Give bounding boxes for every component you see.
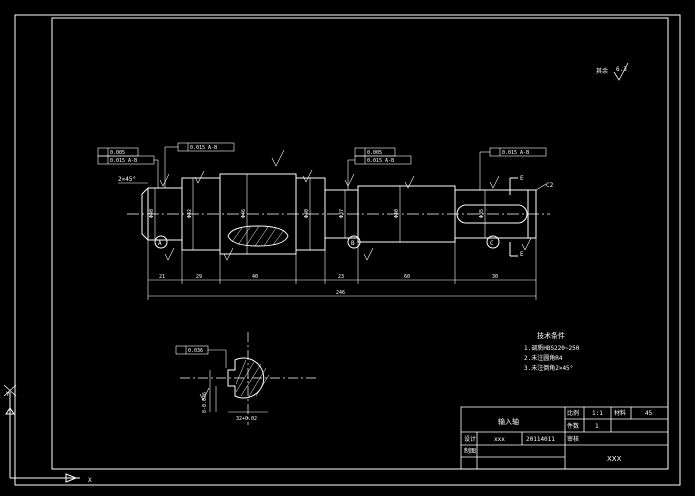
gdt-frames (97, 142, 547, 190)
svg-text:20114011: 20114011 (526, 436, 555, 443)
svg-text:设计: 设计 (464, 435, 476, 443)
svg-text:C2: C2 (546, 182, 554, 189)
svg-text:246: 246 (336, 290, 345, 296)
svg-text:制图: 制图 (464, 447, 476, 455)
datum-b-label: B (351, 240, 355, 247)
diameter-labels: Φ40 Φ42 Φ46 Φ40 Φ37 Φ40 Φ35 (149, 209, 485, 218)
svg-text:比例: 比例 (567, 409, 579, 417)
svg-text:8-0.036: 8-0.036 (202, 392, 208, 413)
technical-requirements: 技术条件 1.调质HBS220~250 2.未注圆角R4 3.未注倒角2×45° (524, 331, 580, 372)
svg-text:E: E (520, 251, 524, 258)
svg-text:Φ42: Φ42 (187, 209, 193, 218)
svg-text:1: 1 (595, 423, 599, 430)
svg-text:0.015 A-B: 0.015 A-B (367, 158, 394, 164)
diameter-dimensions (154, 174, 486, 254)
svg-text:Y: Y (6, 391, 10, 398)
svg-text:23: 23 (338, 274, 344, 280)
svg-text:Φ40: Φ40 (304, 209, 310, 218)
ucs-icon[interactable]: Y X (3, 384, 92, 484)
svg-text:45: 45 (645, 410, 653, 417)
svg-text:件数: 件数 (567, 422, 579, 430)
roughness-symbols (159, 149, 532, 261)
datum-c-label: C (490, 240, 494, 247)
gdt-texts: 0.005 0.015 A-B 0.015 A-B 0.005 0.015 A-… (110, 145, 529, 164)
roughness-note: 其余 6.3 (596, 62, 629, 81)
part-name: 输入轴 (498, 417, 519, 426)
section-view: 0.036 8-0.036 32+0.02 (175, 332, 316, 425)
shaft-main-view: A B C E E C2 2×45° (118, 173, 554, 258)
svg-text:3.未注倒角2×45°: 3.未注倒角2×45° (524, 364, 573, 372)
inner-border (51, 17, 669, 470)
svg-text:材料: 材料 (614, 409, 626, 417)
length-dimensions (147, 238, 537, 300)
svg-text:2.未注圆角R4: 2.未注圆角R4 (524, 354, 563, 362)
svg-text:0.015 A-B: 0.015 A-B (190, 145, 217, 151)
svg-text:Φ40: Φ40 (394, 209, 400, 218)
svg-text:0.015 A-B: 0.015 A-B (110, 158, 137, 164)
svg-text:21: 21 (159, 274, 165, 280)
svg-text:32+0.02: 32+0.02 (236, 416, 257, 422)
datum-b-marker (347, 235, 361, 249)
svg-text:Φ46: Φ46 (241, 209, 247, 218)
svg-text:2×45°: 2×45° (118, 176, 136, 183)
datum-c-marker (486, 235, 500, 249)
title-block-text: 输入轴 比例 1:1 材料 45 件数 1 设计 xxx 20114011 审核… (464, 409, 653, 463)
svg-text:29: 29 (196, 274, 202, 280)
svg-text:0.005: 0.005 (367, 150, 382, 156)
title-block (460, 406, 669, 470)
datum-a-marker (154, 235, 168, 249)
svg-text:0.036: 0.036 (188, 348, 203, 354)
svg-text:审核: 审核 (567, 435, 579, 443)
length-labels: 21 29 40 23 60 30 246 (159, 274, 498, 296)
svg-text:0.005: 0.005 (110, 150, 125, 156)
svg-text:Φ35: Φ35 (479, 209, 485, 218)
svg-text:1.调质HBS220~250: 1.调质HBS220~250 (524, 344, 580, 352)
svg-text:40: 40 (252, 274, 258, 280)
svg-text:技术条件: 技术条件 (537, 331, 565, 340)
svg-text:X: X (88, 477, 92, 484)
outer-border (14, 14, 681, 486)
svg-text:其余: 其余 (596, 67, 608, 75)
svg-text:Φ40: Φ40 (149, 209, 155, 218)
svg-text:6.3: 6.3 (616, 66, 627, 73)
svg-text:1:1: 1:1 (592, 410, 603, 417)
datum-a-label: A (158, 240, 162, 247)
svg-text:E: E (520, 175, 524, 182)
svg-text:Φ37: Φ37 (339, 209, 345, 218)
company-name: XXX (607, 455, 622, 463)
svg-text:60: 60 (404, 274, 410, 280)
svg-text:30: 30 (492, 274, 498, 280)
svg-text:xxx: xxx (494, 436, 505, 443)
svg-text:0.015 A-B: 0.015 A-B (502, 150, 529, 156)
